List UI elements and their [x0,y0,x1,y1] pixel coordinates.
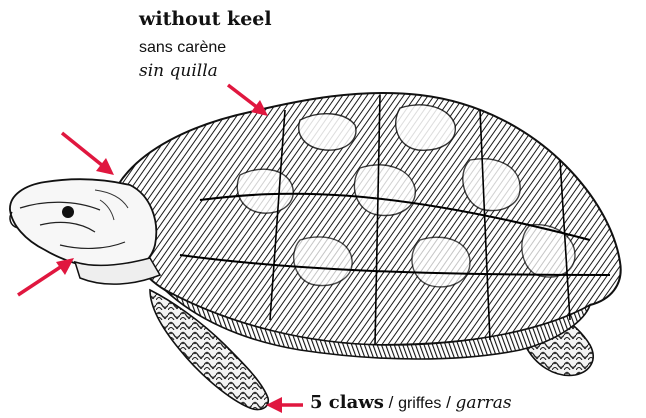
claws-separator-2: / [441,393,455,412]
scute-1 [299,114,356,151]
claws-label-english: 5 claws [310,392,384,413]
eye [62,206,74,218]
claws-label-spanish: garras [456,393,512,413]
arrow-to-gular [18,258,74,295]
keel-label-french: sans carène [139,39,226,57]
scute-6 [294,237,352,286]
arrow-to-claws [266,397,303,413]
scute-7 [412,237,470,287]
scute-3 [237,169,293,213]
keel-label-english: without keel [139,8,272,30]
arrow-to-carapace [228,85,268,116]
keel-label-spanish: sin quilla [139,61,218,81]
claws-separator-1: / [384,393,398,412]
claws-label: 5 claws / griffes / garras [310,392,512,413]
arrow-to-nuchal [62,133,114,175]
claws-label-french: griffes [398,395,441,412]
head [10,179,160,284]
